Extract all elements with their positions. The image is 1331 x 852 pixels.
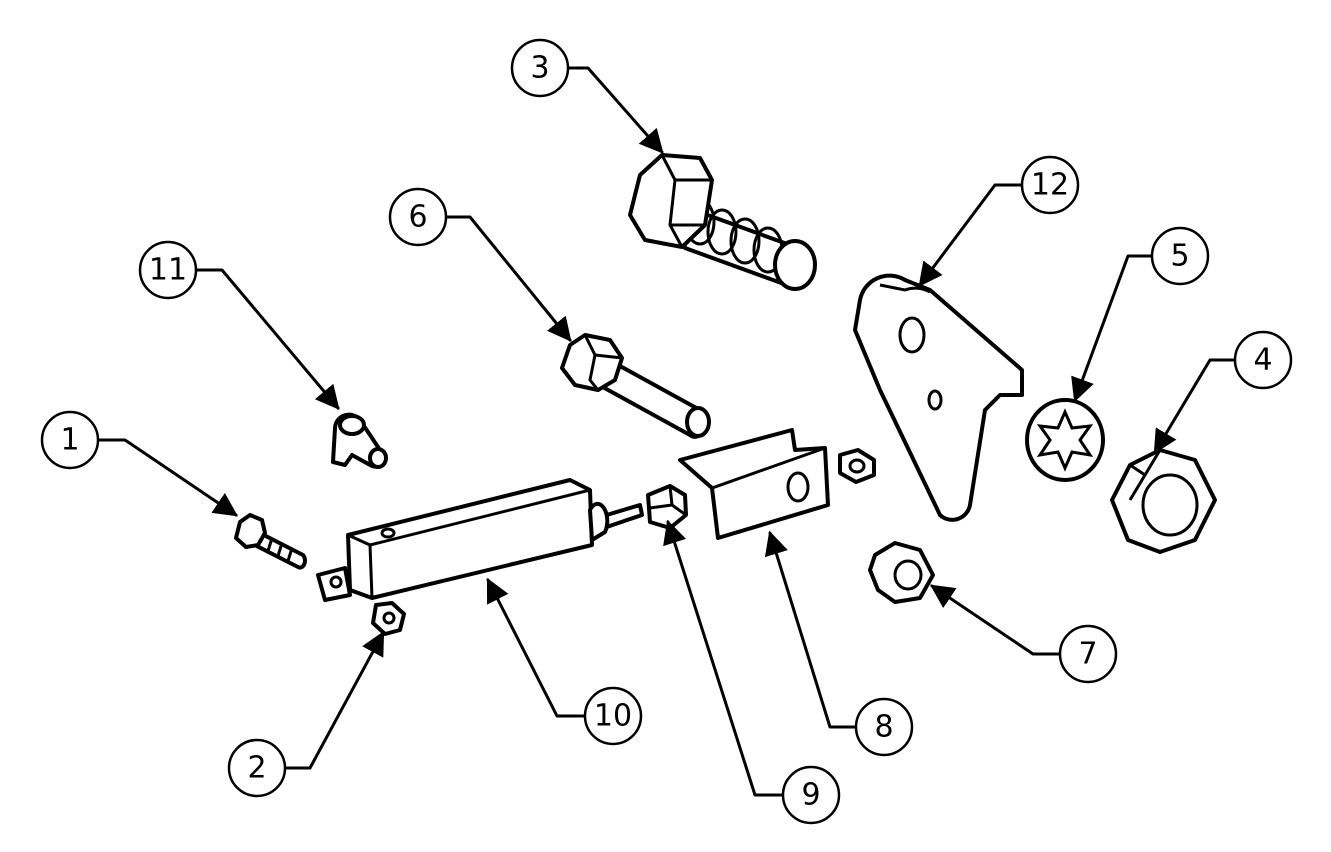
balloon-4: 4 (1233, 330, 1293, 390)
part-long-hex-bolt (560, 333, 711, 439)
balloon-label: 11 (149, 253, 187, 288)
part-actuator-tube (316, 478, 644, 602)
part-star-lock-washer (1025, 398, 1105, 482)
part-small-nut-right (838, 448, 876, 484)
part-clevis (678, 428, 830, 540)
balloon-3: 3 (510, 38, 570, 98)
balloon-6: 6 (388, 187, 448, 247)
balloon-label: 3 (530, 51, 549, 86)
balloon-11: 11 (138, 240, 198, 300)
balloon-label: 6 (408, 200, 427, 235)
balloon-label: 8 (874, 710, 893, 745)
part-jam-nut (646, 484, 688, 530)
balloon-8: 8 (854, 697, 914, 757)
part-large-hex-nut (1110, 448, 1217, 554)
balloon-label: 9 (801, 778, 820, 813)
balloon-label: 2 (247, 751, 266, 786)
balloon-10: 10 (583, 686, 643, 746)
balloon-9: 9 (781, 765, 841, 825)
part-clip-pin (331, 412, 388, 469)
balloon-label: 1 (60, 423, 79, 458)
balloon-2: 2 (227, 738, 287, 798)
balloon-label: 7 (1078, 637, 1097, 672)
part-hex-nut (868, 541, 935, 604)
balloon-7: 7 (1058, 624, 1118, 684)
balloon-label: 5 (1170, 239, 1189, 274)
balloon-label: 12 (1031, 168, 1069, 203)
balloon-label: 10 (594, 699, 632, 734)
part-small-hex-nut (371, 601, 406, 636)
leader-lines (96, 66, 1237, 797)
part-bracket-plate (853, 273, 1024, 522)
balloon-5: 5 (1150, 226, 1210, 286)
part-large-hex-bolt (628, 153, 817, 291)
balloon-label: 4 (1253, 343, 1272, 378)
balloon-1: 1 (40, 410, 100, 470)
balloon-12: 12 (1020, 155, 1080, 215)
part-small-hex-bolt (234, 513, 307, 570)
